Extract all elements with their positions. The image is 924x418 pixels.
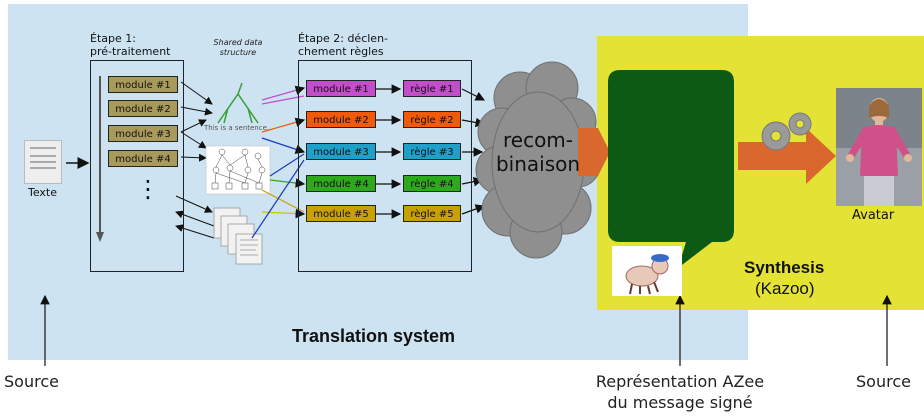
avatar-label: Avatar xyxy=(852,208,895,223)
translation-system-label: Translation system xyxy=(292,326,456,346)
cloud-text-line2: binaison xyxy=(495,152,581,176)
azee-label-line2: du message signé xyxy=(607,393,753,412)
stage2-box xyxy=(298,60,472,272)
source-right-label: Source xyxy=(856,372,911,391)
source-left-label: Source xyxy=(4,372,59,391)
shared-data-title-line1: Shared data xyxy=(213,38,263,47)
stage2-module-3: module #3 xyxy=(306,143,376,160)
stage1-module-1: module #1 xyxy=(108,76,178,93)
rule-1: règle #1 xyxy=(403,80,461,97)
recombination-cloud xyxy=(475,61,601,259)
stage2-module-1: module #1 xyxy=(306,80,376,97)
parse-tree-sentence: This is a sentence. xyxy=(204,124,270,132)
rule-3: règle #3 xyxy=(403,143,461,160)
stage2-title-line2: chement règles xyxy=(298,45,384,58)
gears-icon xyxy=(761,112,812,151)
stage2-title-line1: Étape 2: déclen- xyxy=(298,32,389,45)
texte-document-icon xyxy=(24,140,62,184)
shared-data-title-line2: structure xyxy=(219,48,257,57)
stage1-title-line1: Étape 1: xyxy=(90,32,136,45)
stage1-module-3: module #3 xyxy=(108,125,178,142)
rule-5: règle #5 xyxy=(403,205,461,222)
kazoo-mascot-image xyxy=(612,246,682,296)
stage1-module-4: module #4 xyxy=(108,150,178,167)
stage2-module-4: module #4 xyxy=(306,175,376,192)
stage1-title-line2: pré-traitement xyxy=(90,45,171,58)
cloud-text-line1: recom- xyxy=(502,128,574,152)
texte-label: Texte xyxy=(28,186,58,199)
stage2-module-2: module #2 xyxy=(306,111,376,128)
recombination-output-arrow xyxy=(578,128,610,176)
rule-2: règle #2 xyxy=(403,111,461,128)
avatar-image xyxy=(836,88,922,206)
rule-4: règle #4 xyxy=(403,175,461,192)
document-stack-icon xyxy=(213,207,263,265)
stage2-module-5: module #5 xyxy=(306,205,376,222)
azee-label-line1: Représentation AZee xyxy=(595,372,765,391)
synthesis-subtitle: (Kazoo) xyxy=(755,279,815,298)
stage1-ellipsis: ⋮ xyxy=(136,175,160,203)
stage1-module-2: module #2 xyxy=(108,100,178,117)
stage1-box xyxy=(90,60,184,272)
synthesis-title: Synthesis xyxy=(744,258,825,277)
synthesis-output-arrow xyxy=(738,128,836,184)
azee-speech-bubble xyxy=(608,70,734,268)
